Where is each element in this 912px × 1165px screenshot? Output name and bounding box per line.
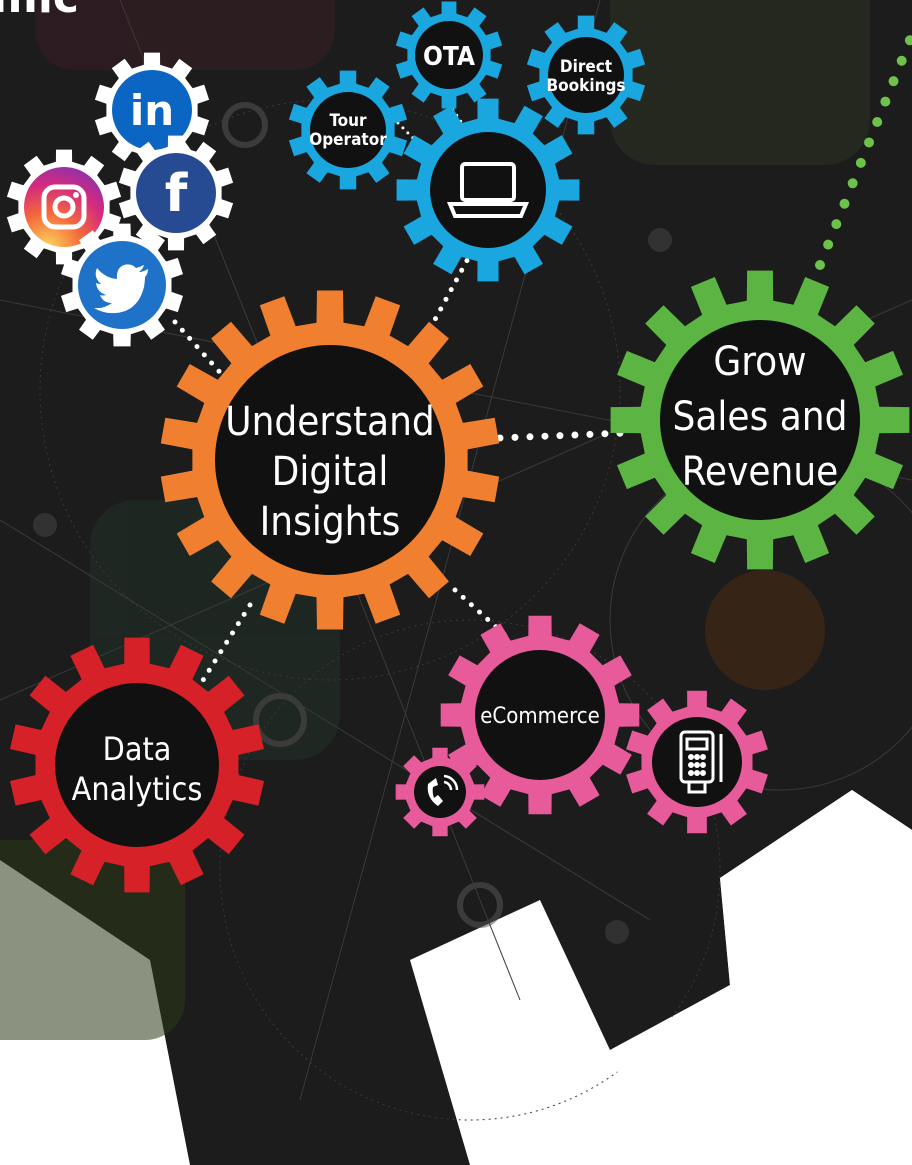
gear-data-label-2: Analytics (72, 770, 203, 808)
bg-tile-people (610, 0, 870, 165)
gear-data-label-1: Data (103, 730, 172, 768)
facebook-icon (136, 153, 216, 233)
bg-node-5 (33, 513, 57, 537)
gear-payment (626, 690, 768, 834)
card-terminal-icon (679, 730, 723, 794)
connector-understand-twitter (172, 319, 228, 381)
gear-twitter (61, 223, 183, 347)
gear-laptop (396, 98, 580, 282)
gear-ecommerce: eCommerce (440, 615, 640, 815)
gear-understand: Understand Digital Insights (160, 290, 500, 630)
twitter-bird (94, 264, 148, 314)
connector-understand-grow (496, 429, 629, 442)
gear-ecommerce-label: eCommerce (480, 704, 600, 729)
gear-direct-label-1: Direct (560, 57, 612, 77)
white-corner-gear (612, 790, 912, 1165)
bg-node-3 (253, 693, 307, 747)
title-fragment: mic (0, 0, 79, 23)
gear-data-hub (55, 683, 219, 847)
gear-tour-hub (310, 92, 386, 168)
gear-ota-hub (415, 21, 483, 89)
gear-grow: Grow Sales and Revenue (610, 270, 910, 570)
gear-grow-label-3: Revenue (682, 449, 839, 495)
gear-understand-label-2: Digital (272, 449, 389, 495)
connector-understand-laptop (422, 252, 473, 341)
bg-node-2 (457, 882, 503, 928)
bg-gear-orange-small (705, 570, 825, 690)
bg-node-6 (605, 920, 629, 944)
gear-tour-label-2: Operator (309, 130, 387, 150)
laptop-icon (447, 162, 529, 218)
connector-grow-people (815, 30, 912, 270)
gear-direct-bookings: Direct Bookings (526, 15, 646, 135)
gear-grow-label-2: Sales and (673, 394, 848, 440)
gear-ecommerce-hub (475, 650, 605, 780)
gear-ota-label: OTA (423, 42, 475, 72)
phone-icon (427, 774, 459, 806)
gear-phone-hub (414, 766, 466, 818)
connector-understand-data (197, 602, 253, 688)
linkedin-icon-text: in (130, 86, 174, 135)
bg-node-4 (648, 228, 672, 252)
linkedin-icon (112, 70, 192, 150)
gear-direct-hub (548, 37, 624, 113)
facebook-icon-text: f (165, 164, 189, 224)
gear-tour-label-1: Tour (329, 111, 367, 131)
gear-grow-hub (660, 320, 860, 520)
bg-tile-top (35, 0, 335, 70)
gear-understand-label-3: Insights (260, 499, 401, 545)
gear-understand-label-1: Understand (225, 399, 435, 445)
gear-laptop-hub (430, 132, 546, 248)
gear-data-analytics: Data Analytics (10, 637, 264, 893)
bg-node-1 (222, 102, 268, 148)
gear-direct-label-2: Bookings (546, 76, 625, 96)
instagram-icon (24, 167, 104, 247)
gear-ota: OTA (395, 1, 503, 109)
gear-facebook: f (118, 135, 234, 251)
gear-understand-hub (215, 345, 445, 575)
gear-phone (395, 747, 485, 837)
gear-grow-label-1: Grow (713, 339, 806, 385)
gear-tour-operator: Tour Operator (288, 70, 408, 190)
